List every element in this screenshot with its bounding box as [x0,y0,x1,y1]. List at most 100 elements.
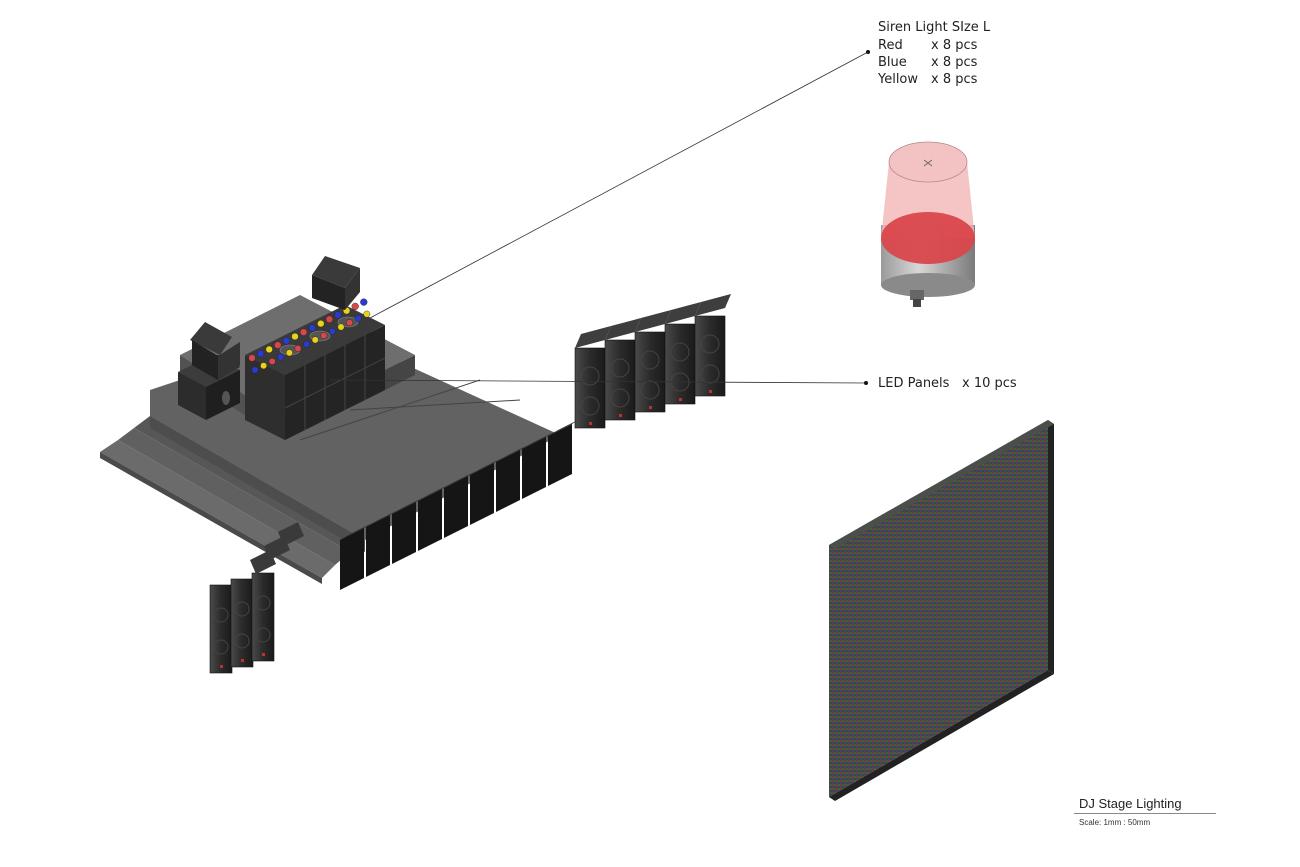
siren-light [291,332,299,341]
speaker-cone [234,633,250,649]
speaker-cone [580,396,600,416]
speaker-top [635,310,671,332]
title-block: DJ Stage Lighting Scale: 1mm : 50mm [1074,796,1216,827]
siren-light [282,337,291,345]
line-array-right [312,256,360,310]
led-callout-qty: x 10 pcs [962,376,1017,391]
speaker-cabinet [664,323,696,405]
siren-light [328,327,336,335]
subwoofer-top [548,418,582,436]
subwoofer [340,528,364,590]
subwoofer-top [366,509,400,527]
speaker-cabinet [604,339,636,421]
callout-leaders [329,50,870,385]
subwoofer-top [522,431,556,449]
siren-light [351,302,359,311]
speaker-cone [610,358,630,378]
siren-light [265,345,273,354]
siren-light [257,350,265,358]
speaker-cone [700,364,720,384]
speaker-cone [580,366,600,386]
speaker-badge [679,398,682,401]
speaker-badge [709,390,712,393]
speaker-cone [670,342,690,362]
subwoofer-top [392,496,426,514]
subwoofer [522,437,546,499]
siren-light [268,357,276,365]
speaker-cone [640,350,660,370]
speaker-cabinet [694,315,726,397]
siren-callout-item-qty: x 8 pcs [931,55,978,70]
speaker-cabinet [574,347,606,429]
siren-light [317,320,325,328]
subwoofer [444,476,468,538]
speaker-top [605,318,641,340]
speaker-badge [589,422,592,425]
drawing-scale: Scale: 1mm : 50mm [1079,818,1151,827]
siren-callout-item-name: Blue [878,55,907,70]
led-callout-name: LED Panels [878,376,950,391]
speaker-badge [649,406,652,409]
siren-callout-item-name: Yellow [878,72,919,87]
led-panel-detail [829,420,1054,801]
speaker-cone [610,388,630,408]
siren-light [285,349,293,357]
speaker-cone [213,639,229,655]
siren-callout-item-qty: x 8 pcs [931,38,978,53]
siren-callout-title: Siren Light SIze L [878,20,991,35]
siren-light [354,314,362,322]
siren-light [320,332,328,339]
siren-light [260,362,267,370]
siren-light [363,310,371,318]
siren-light [360,298,368,306]
siren-light [337,323,345,331]
siren-light [334,311,342,319]
subwoofer [392,502,416,564]
speaker-top [665,302,701,324]
siren-light [248,354,256,362]
speaker-top [575,326,611,348]
subwoofer [548,424,572,486]
subwoofer-top [340,522,374,540]
subwoofer [366,515,390,577]
siren-light [303,340,310,348]
subwoofer [470,463,494,525]
siren-light [251,366,259,374]
siren-light-detail [881,141,975,307]
subwoofer-top [418,483,452,501]
speaker-badge [262,653,265,656]
siren-light [300,328,308,336]
speaker-cone [213,607,229,623]
speaker-top [278,522,304,546]
speaker-top [695,294,731,316]
speaker-cabinet [209,584,233,674]
subwoofer-top [470,457,504,475]
speaker-cone [234,601,250,617]
subwoofer [496,450,520,512]
speaker-cone [255,627,271,643]
subwoofer-top [496,444,530,462]
subwoofer [418,489,442,551]
speaker-cabinet [251,572,275,662]
siren-light [346,319,353,327]
siren-callout-item-qty: x 8 pcs [931,72,978,87]
siren-light [311,336,319,344]
title-divider [1074,813,1216,814]
siren-callout-item-name: Red [878,38,903,53]
speaker-cabinet [230,578,254,668]
speaker-badge [241,659,244,662]
speaker-cone [640,380,660,400]
line-array-left [190,322,240,380]
speaker-badge [619,414,622,417]
speaker-arc-right [574,294,731,429]
speaker-cone [255,595,271,611]
speaker-arc-left [209,522,304,674]
subwoofer-row [340,418,582,590]
siren-light [274,341,282,349]
drawing-title: DJ Stage Lighting [1079,796,1182,811]
speaker-cabinet [634,331,666,413]
siren-lights-row [248,298,371,374]
siren-light [325,315,334,323]
subwoofer-top [444,470,478,488]
